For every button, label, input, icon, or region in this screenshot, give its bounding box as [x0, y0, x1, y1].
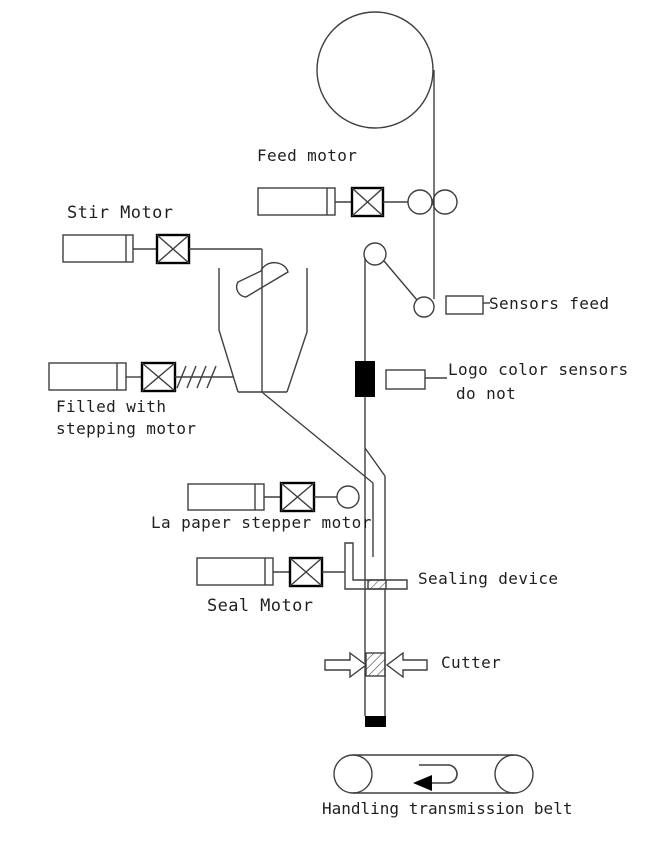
feed-roller-left: [407, 189, 433, 215]
belt-label: Handling transmission belt: [322, 799, 573, 818]
sealing-device-label: Sealing device: [418, 569, 559, 588]
cutter-arrow-right: [385, 651, 428, 679]
cutter-label: Cutter: [441, 653, 502, 672]
sealing-bracket: [344, 542, 408, 590]
cutter-arrow-left: [324, 651, 368, 679]
feed-motor-symbol: [257, 186, 458, 218]
belt-direction-arrow: [413, 764, 458, 791]
paper-pull-roller: [336, 485, 360, 509]
la-paper-motor-label: La paper stepper motor: [151, 513, 372, 532]
feed-motor-label: Feed motor: [257, 146, 358, 165]
seal-motor-label: Seal Motor: [207, 596, 314, 616]
chute-line: [262, 392, 374, 484]
filling-motor-symbol: [48, 361, 177, 393]
conveyor-belt: [333, 754, 534, 794]
film-roll: [316, 11, 434, 129]
cutter-symbol: [324, 651, 428, 679]
filling-motor-label-line1: Filled with: [56, 397, 167, 416]
hopper: [218, 268, 308, 393]
sensors-feed-label: Sensors feed: [489, 294, 610, 313]
logo-sensor-label-line2: do not: [456, 384, 517, 403]
stir-motor-label: Stir Motor: [67, 203, 174, 223]
belt-pulley-right: [494, 754, 534, 794]
filling-motor-label-line2: stepping motor: [56, 419, 197, 438]
stir-motor-symbol: [62, 233, 263, 393]
belt-pulley-left: [333, 754, 373, 794]
registration-mark: [355, 361, 375, 397]
tube-end-mark: [365, 716, 386, 727]
agitator-propeller: [235, 261, 289, 298]
paper-motor-symbol: [187, 481, 360, 513]
sensors-feed-box: [445, 295, 490, 315]
screw-feeder-line: [175, 365, 233, 389]
logo-sensor-box: [385, 369, 447, 390]
guide-rollers: [363, 242, 435, 318]
seal-motor-symbol: [196, 556, 345, 588]
logo-sensor-label-line1: Logo color sensors: [448, 360, 629, 379]
feed-roller-right: [432, 189, 458, 215]
